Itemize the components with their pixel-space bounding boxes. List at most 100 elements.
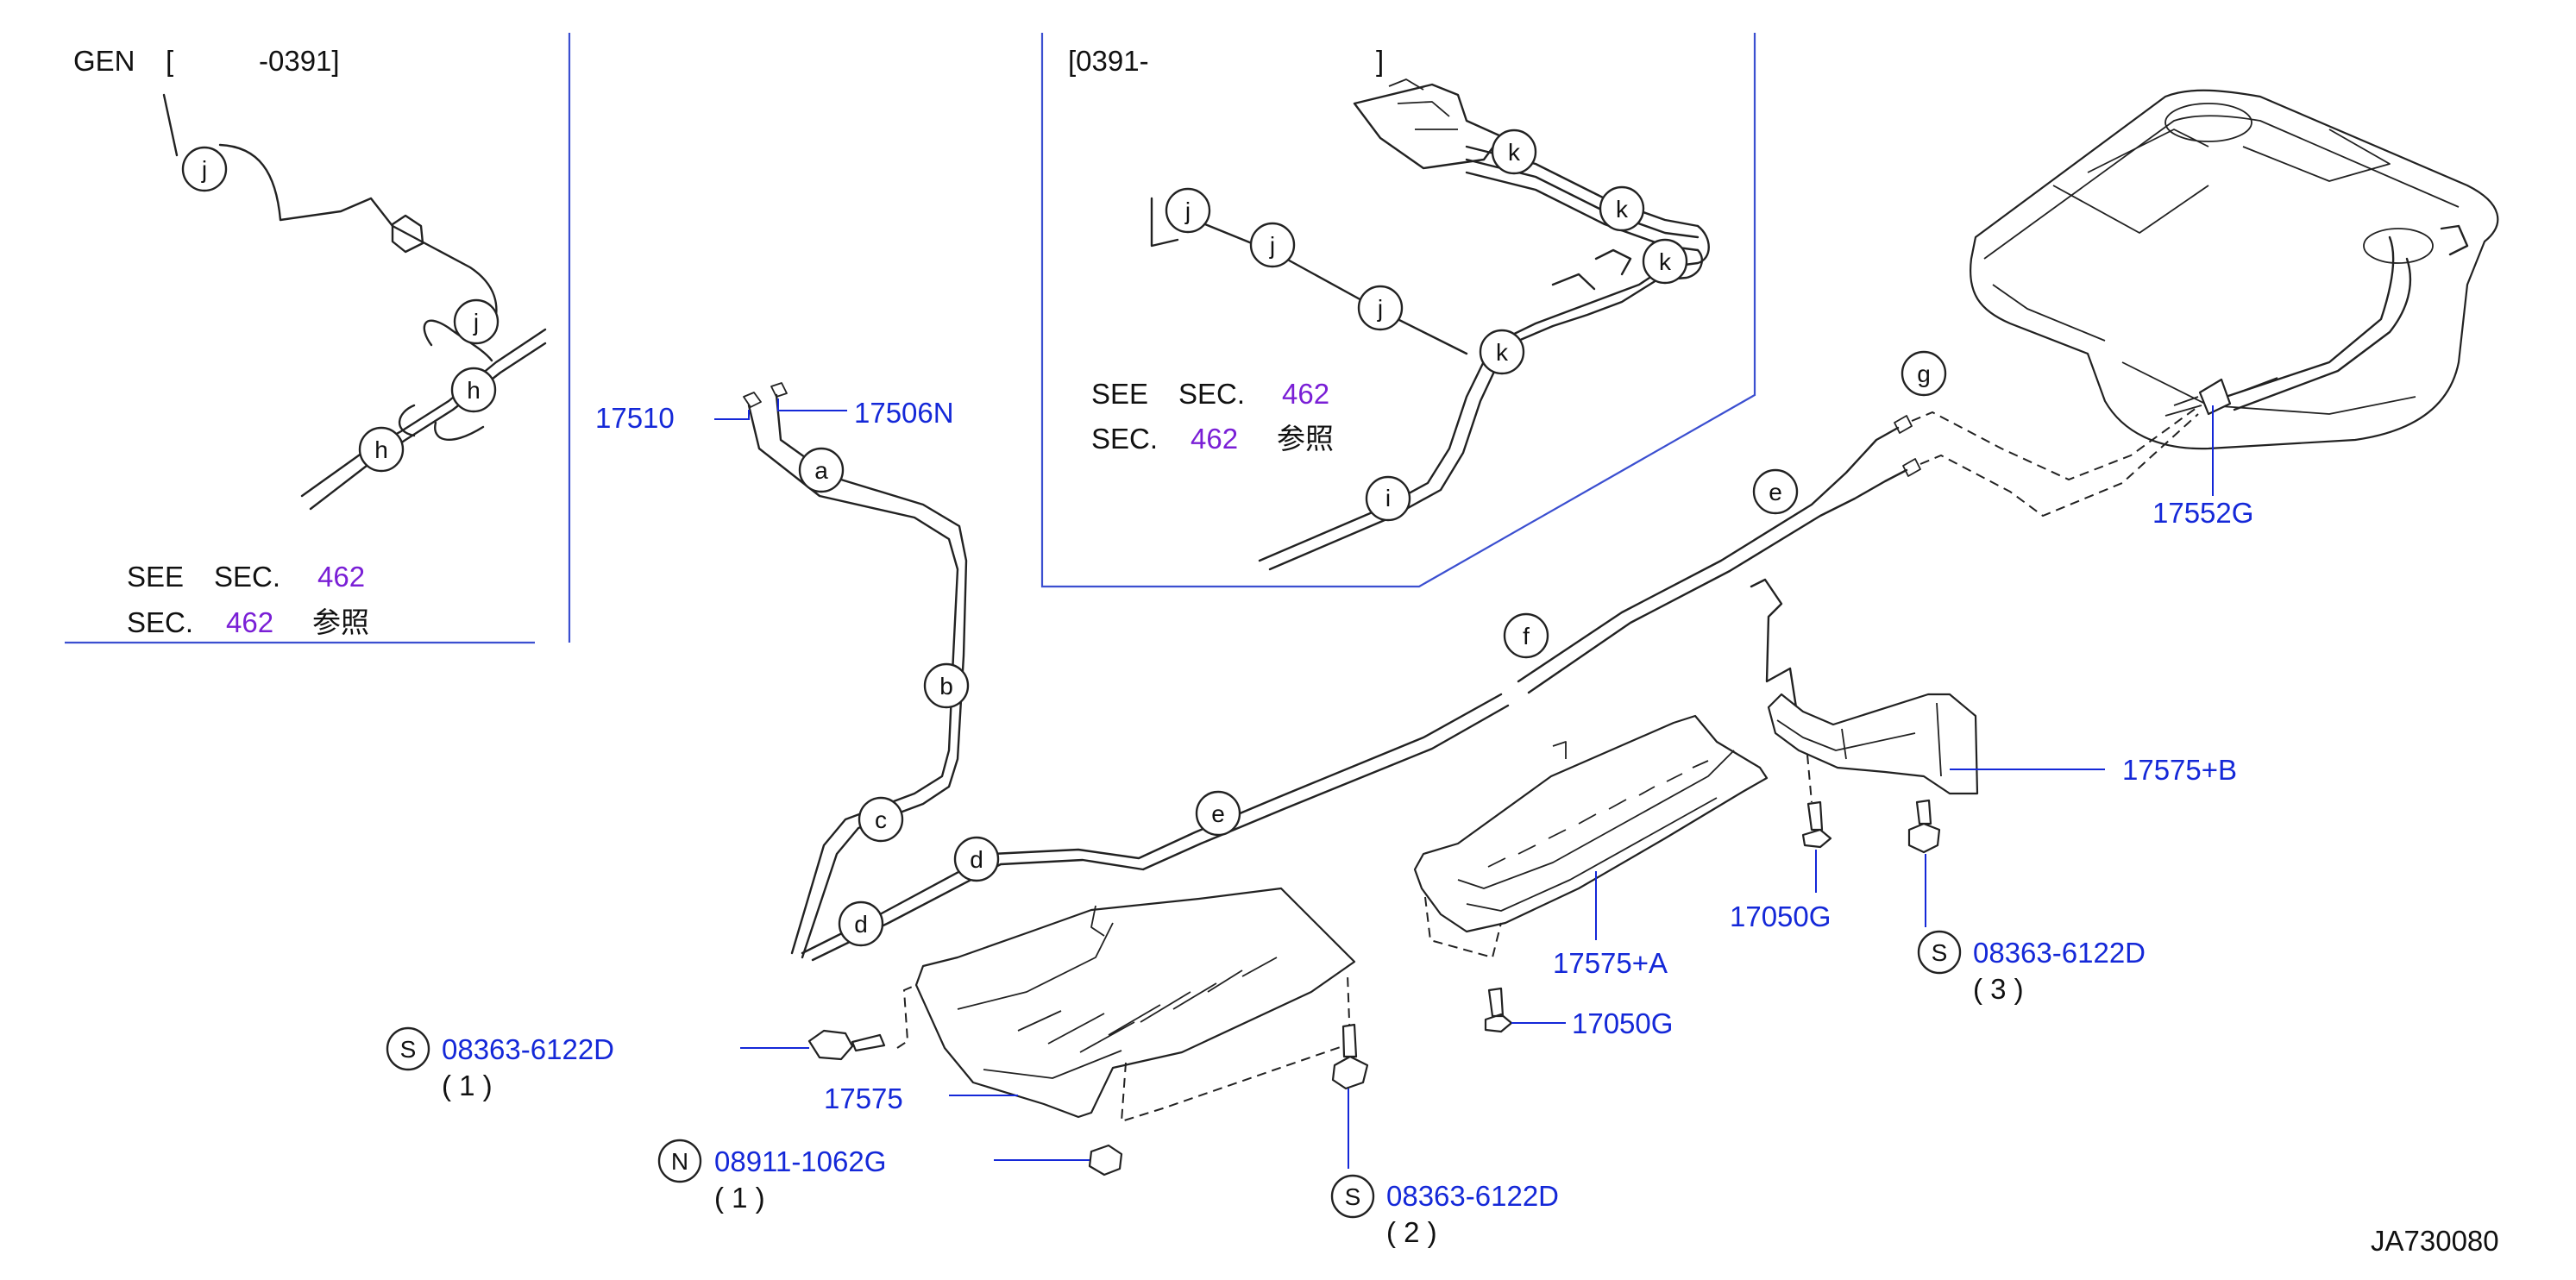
upper-tube-b (1527, 468, 1908, 694)
bolt-3-number: 08363-6122D (1973, 937, 2146, 969)
center-sec-number: 462 (1282, 378, 1329, 410)
center-variant-panel: [0391- ] j j j k k k k i SEE SEC. 462 SE… (1068, 45, 1710, 571)
bolt-3-shape (1907, 799, 1941, 854)
nut-1-symbol-label: N (671, 1148, 688, 1175)
variant-bracket-close: ] (1376, 45, 1384, 77)
bolt-2-symbol-label: S (1345, 1183, 1361, 1210)
left-clip-h-2-label: h (374, 436, 388, 463)
part-label-17552g: 17552G (2152, 497, 2253, 529)
clip-d-1 (953, 836, 1000, 882)
bolt-1-qty: ( 1 ) (442, 1070, 493, 1101)
main-fuel-tubes: a b c d d e f e g (743, 350, 2201, 962)
center-see-label: SEE (1091, 378, 1148, 410)
joint-tube-connector (2198, 378, 2232, 416)
diagram-code: JA730080 (2371, 1225, 2499, 1257)
left-clip-h-1 (450, 367, 497, 413)
bolt-2-shape (1331, 1023, 1369, 1090)
clip-f-label: f (1523, 623, 1530, 649)
joint-hose-dash-upper (1911, 405, 2201, 481)
fastener-callouts: S 08363-6122D ( 1 ) N 08911-1062G ( 1 ) … (386, 930, 2146, 1248)
bolt-1-number: 08363-6122D (442, 1033, 614, 1065)
center-main-tube-b (1268, 359, 1501, 571)
center-clip-k-2-label: k (1508, 139, 1521, 166)
bolt-2-symbol (1330, 1174, 1375, 1219)
left-clip-j-1-label: j (201, 156, 207, 183)
clip-e-2 (1752, 468, 1799, 515)
left-clip-body (391, 214, 424, 254)
center-clip-k-4-label: k (1659, 248, 1672, 275)
center-clip-i-label: i (1385, 485, 1391, 511)
joint-hose-dash-lower (1919, 413, 2199, 518)
variant-label: GEN (73, 45, 135, 77)
part-label-17510: 17510 (595, 402, 675, 434)
fuel-tank-body (1970, 89, 2499, 450)
joint-tube-stub (2164, 377, 2278, 417)
fuel-tank-hoses (2224, 224, 2469, 411)
clip-a (798, 447, 845, 493)
nut-1-shape (1088, 1144, 1123, 1176)
center-clip-i (1365, 475, 1411, 522)
clip-b-label: b (939, 673, 953, 700)
left-tube-lower-b (309, 342, 547, 511)
center-clip-j-1 (1165, 187, 1211, 234)
clip-g-label: g (1917, 361, 1931, 387)
left-sec-number: 462 (317, 561, 365, 593)
center-clip-j-2-label: j (1269, 232, 1275, 259)
center-clip-j-3 (1357, 285, 1404, 331)
bolt-2-qty: ( 2 ) (1386, 1216, 1437, 1248)
bolt-1-symbol (386, 1026, 430, 1071)
center-bracket-top (1353, 83, 1503, 170)
part-label-17050g-1: 17050G (1572, 1007, 1673, 1039)
center-clip-k-4 (1642, 238, 1688, 285)
protector-17575a-body (1413, 714, 1769, 933)
protector-17575b-edges (1776, 702, 1942, 777)
bolt-1-shape (807, 1029, 886, 1061)
fuel-tank (1970, 89, 2499, 450)
center-tubes-upper-b (1465, 158, 1700, 239)
center-sec2-label: SEC. (1091, 423, 1158, 455)
protector-17575-ribs (1017, 957, 1278, 1053)
part-label-17506n: 17506N (854, 397, 954, 429)
clip-g (1901, 350, 1947, 397)
protector-17575b-body (1767, 693, 1979, 795)
part-label-17050g-2: 17050G (1730, 900, 1831, 932)
nut-1-number: 08911-1062G (714, 1145, 886, 1177)
nut-1-qty: ( 1 ) (714, 1182, 765, 1214)
bolt-2-number: 08363-6122D (1386, 1180, 1559, 1212)
clip-d-2 (838, 900, 884, 947)
upper-tube-ends (1894, 415, 1921, 477)
left-clip-h-1-label: h (467, 377, 481, 404)
part-label-17575a: 17575+A (1553, 947, 1668, 979)
center-clip-j-3-label: j (1377, 295, 1383, 322)
center-small-tube (1150, 197, 1468, 355)
fasteners (807, 799, 1941, 1176)
bolt-3-symbol-label: S (1932, 939, 1948, 966)
left-sec2-label: SEC. (127, 606, 193, 638)
part-label-17575b: 17575+B (2122, 754, 2237, 786)
left-sec2-number: 462 (226, 606, 273, 638)
center-clip-k-1 (1479, 329, 1525, 375)
center-sec-label: SEC. (1178, 378, 1245, 410)
center-tubes-mid-a (1504, 224, 1710, 340)
center-panel-frame (1040, 33, 1756, 588)
center-clip-k-1-label: k (1496, 339, 1509, 366)
left-sec-label: SEC. (214, 561, 280, 593)
center-tubes-mid-c (1551, 248, 1632, 291)
clip-e-1 (1195, 790, 1241, 837)
left-variant-panel: GEN [ -0391] j j h h SEE SEC. 462 SEC. 4… (73, 45, 547, 638)
clip-b (923, 662, 970, 709)
protector-17575a-slots (1487, 760, 1709, 868)
front-tube-ends (743, 382, 788, 408)
protector-17575-bolt-dash-1 (896, 984, 917, 1049)
left-clip-j-1 (181, 146, 228, 192)
center-clip-k-2 (1491, 129, 1537, 175)
nut-1-symbol (657, 1139, 702, 1183)
center-sec2-number: 462 (1191, 423, 1238, 455)
protector-17575a (1413, 714, 1769, 959)
protector-17575-body (914, 887, 1356, 1119)
part-label-17575: 17575 (824, 1082, 903, 1114)
center-clip-j-2 (1249, 222, 1296, 268)
bolt-3-symbol (1917, 930, 1962, 975)
variant-bracket: [ (166, 45, 173, 77)
